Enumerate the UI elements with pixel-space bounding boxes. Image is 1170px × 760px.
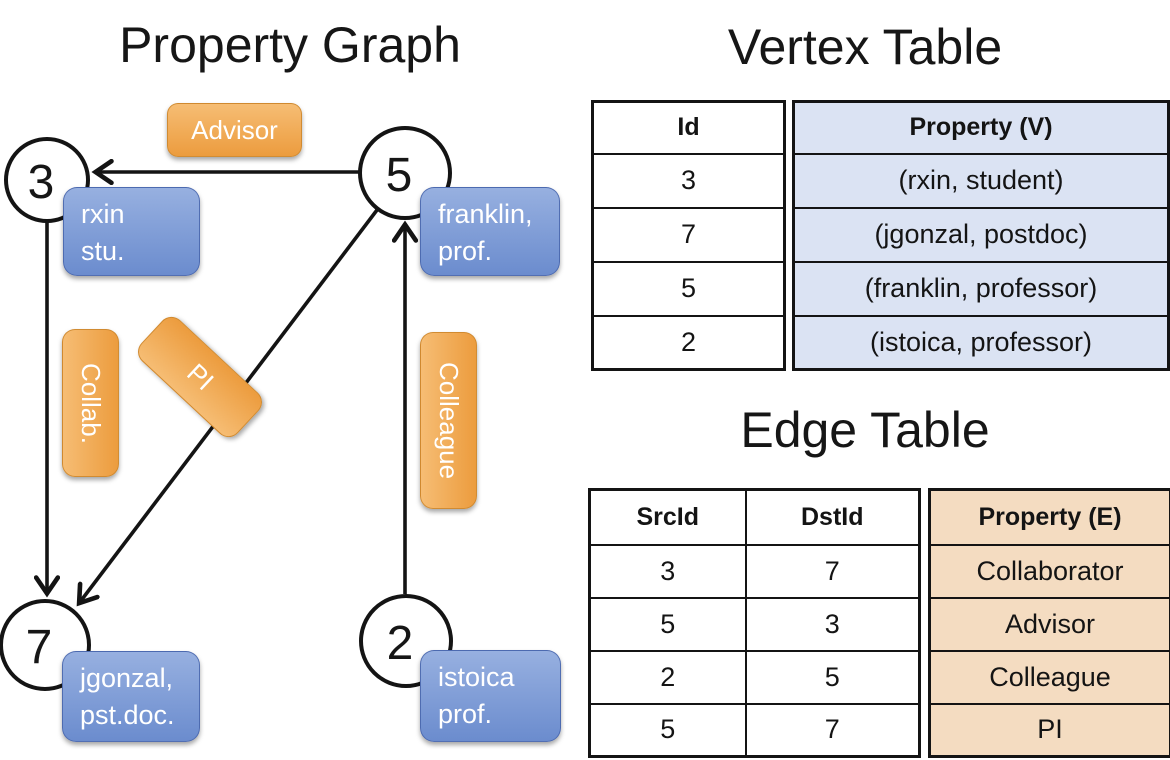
node-property-2-line1: istoica [438, 662, 515, 692]
edge-row-property: PI [928, 702, 1170, 758]
node-property-2-line2: prof. [438, 699, 493, 730]
node-property-5-line1: franklin, [438, 199, 533, 229]
node-property-2: istoica prof. [420, 650, 561, 742]
edge-col-header-src: SrcId [588, 488, 747, 546]
node-id-7: 7 [26, 621, 53, 674]
edge-row-src: 5 [588, 702, 747, 758]
vertex-col-header-property: Property (V) [792, 100, 1170, 155]
edge-row-property: Collaborator [928, 543, 1170, 599]
vertex-table-property-column: Property (V) (rxin, student) (jgonzal, p… [792, 100, 1170, 371]
edge-col-header-property: Property (E) [928, 488, 1170, 546]
vertex-row-property: (istoica, professor) [792, 314, 1170, 371]
node-property-7-line1: jgonzal, [80, 663, 174, 693]
edge-label-collab: Collab. [62, 329, 119, 477]
edge-row-property: Advisor [928, 596, 1170, 652]
node-property-5-line2: prof. [438, 236, 493, 267]
vertex-col-header-id: Id [591, 100, 786, 155]
edge-table: SrcId DstId 3 7 5 3 2 5 5 7 Property (E)… [588, 488, 1170, 758]
vertex-table-title: Vertex Table [727, 19, 1003, 75]
edge-table-property-column: Property (E) Collaborator Advisor Collea… [928, 488, 1170, 758]
edge-row-src: 3 [588, 543, 747, 599]
edge-row-src: 5 [588, 596, 747, 652]
node-property-3-line1: rxin [81, 199, 125, 229]
node-id-2: 2 [387, 617, 414, 670]
edge-row-dst: 3 [744, 596, 921, 652]
vertex-table-id-column: Id 3 7 5 2 [591, 100, 786, 371]
edge-row-dst: 7 [744, 702, 921, 758]
edge-label-advisor: Advisor [167, 103, 302, 157]
vertex-row-property: (jgonzal, postdoc) [792, 206, 1170, 263]
vertex-row-id: 7 [591, 206, 786, 263]
node-property-3: rxin stu. [63, 187, 200, 276]
vertex-row-id: 5 [591, 260, 786, 317]
edge-row-dst: 5 [744, 649, 921, 705]
edge-label-colleague: Colleague [420, 332, 477, 509]
node-id-3: 3 [28, 156, 55, 209]
node-id-5: 5 [386, 149, 413, 202]
edge-row-dst: 7 [744, 543, 921, 599]
vertex-row-property: (rxin, student) [792, 152, 1170, 209]
edge-row-src: 2 [588, 649, 747, 705]
vertex-row-id: 3 [591, 152, 786, 209]
edge-row-property: Colleague [928, 649, 1170, 705]
property-graph-title: Property Graph [119, 17, 461, 73]
node-property-5: franklin, prof. [420, 187, 560, 276]
edge-table-title: Edge Table [740, 402, 990, 458]
vertex-row-property: (franklin, professor) [792, 260, 1170, 317]
vertex-row-id: 2 [591, 314, 786, 371]
node-property-7-line2: pst.doc. [80, 700, 175, 731]
graph-node-ids: 3 5 7 2 [26, 149, 414, 674]
node-property-3-line2: stu. [81, 236, 125, 267]
edge-table-id-columns: SrcId DstId 3 7 5 3 2 5 5 7 [588, 488, 921, 758]
node-property-7: jgonzal, pst.doc. [62, 651, 200, 742]
vertex-table: Id 3 7 5 2 Property (V) (rxin, student) … [591, 100, 1170, 371]
edge-col-header-dst: DstId [744, 488, 921, 546]
